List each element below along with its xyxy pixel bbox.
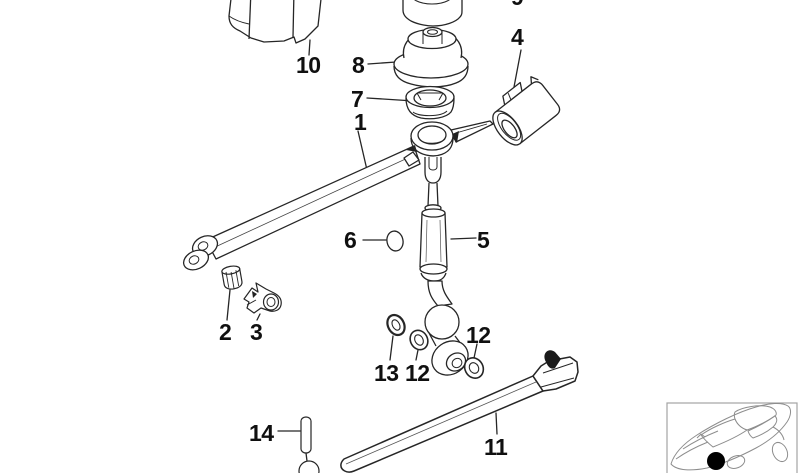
- callout-part-13[interactable]: 13: [374, 360, 399, 386]
- part-11-selector-rod: [341, 350, 578, 472]
- leader-lines: [227, 40, 521, 461]
- callout-part-11[interactable]: 11: [484, 434, 508, 460]
- callout-part-1[interactable]: 1: [354, 109, 367, 135]
- callout-part-5[interactable]: 5: [477, 227, 490, 253]
- callout-part-3[interactable]: 3: [250, 319, 263, 345]
- part-13-lock-washer: [384, 312, 408, 338]
- part-9-boot: [403, 0, 462, 26]
- part-7-ball-socket: [406, 87, 454, 119]
- callout-part-7[interactable]: 7: [351, 86, 364, 112]
- part-4-bearing-sleeve: [482, 73, 562, 150]
- callout-part-6[interactable]: 6: [344, 227, 357, 253]
- part-2-nut: [221, 265, 243, 291]
- callout-part-10[interactable]: 10: [296, 52, 321, 78]
- part-5-shift-lever: [420, 157, 475, 382]
- part-12-washer-right: [461, 355, 487, 382]
- callout-part-4[interactable]: 4: [511, 24, 524, 50]
- part-6-plug: [385, 230, 405, 253]
- callout-part-9[interactable]: 9: [511, 0, 524, 9]
- part-1-shift-arm: [180, 121, 493, 274]
- part-3-clamp: [244, 283, 281, 313]
- callout-part-8[interactable]: 8: [352, 52, 365, 78]
- inset-border: [666, 402, 798, 473]
- car-location-inset: [666, 402, 798, 473]
- part-12-washer-left: [407, 327, 431, 353]
- part-10-damper-block: [229, 0, 322, 43]
- callout-part-14[interactable]: 14: [249, 420, 274, 446]
- callout-part-12-right[interactable]: 12: [466, 322, 491, 348]
- part-8-insulating-mount: [394, 28, 468, 87]
- callout-part-2[interactable]: 2: [219, 319, 232, 345]
- location-dot: [707, 452, 725, 470]
- part-14-pin: [299, 417, 319, 473]
- callout-part-12-left[interactable]: 12: [405, 360, 430, 386]
